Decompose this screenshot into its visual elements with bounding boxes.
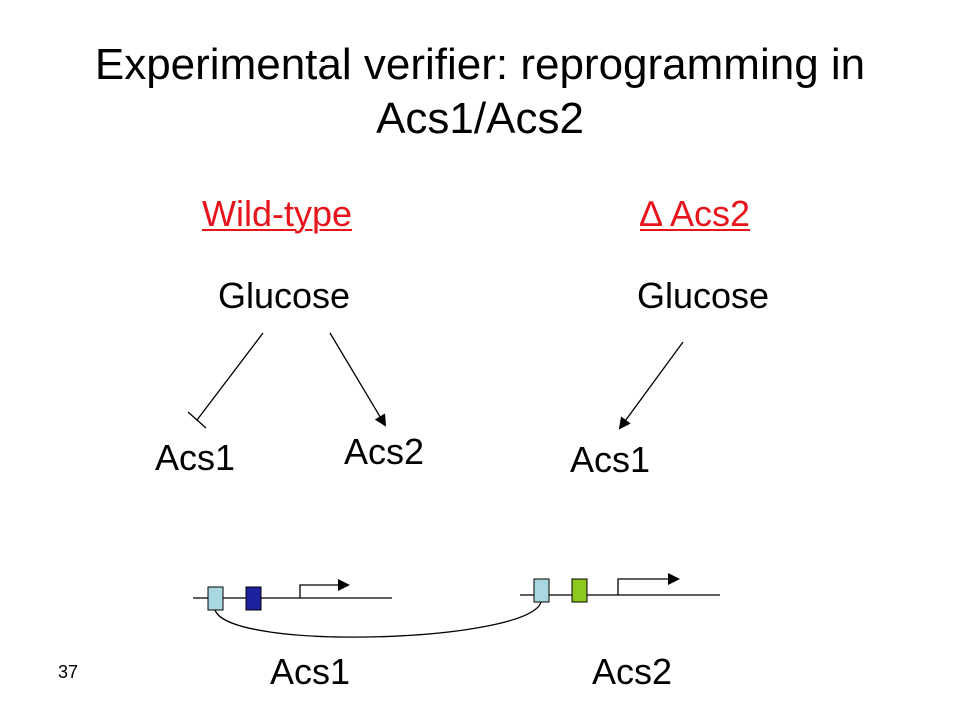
slide-title: Experimental verifier: reprogramming in … <box>0 38 960 146</box>
acs2-binding-box <box>571 578 588 603</box>
wildtype-acs2-label: Acs2 <box>344 431 425 472</box>
acs1-locus <box>193 579 392 611</box>
wildtype-activation-arrow <box>329 332 387 427</box>
acs1-transcription-arrow <box>299 579 350 598</box>
acs2-locus <box>520 573 720 603</box>
acs1-binding-box <box>245 586 262 611</box>
slide-number: 37 <box>58 662 79 682</box>
mutant-acs1-label: Acs1 <box>570 439 651 480</box>
wildtype-acs1-label: Acs1 <box>155 437 236 478</box>
title-line-2: Acs1/Acs2 <box>376 94 584 143</box>
wildtype-heading: Wild-type <box>202 193 353 234</box>
acs1-promoter-box <box>207 586 224 611</box>
acs2-transcription-arrow <box>617 573 680 595</box>
acs2-promoter-box <box>533 578 550 603</box>
locus-acs2-label: Acs2 <box>592 651 673 692</box>
mutant-glucose-label: Glucose <box>637 275 770 316</box>
inhibition-bar <box>187 411 207 429</box>
wildtype-glucose-label: Glucose <box>218 275 351 316</box>
mutant-activation-arrow <box>618 341 684 430</box>
mutant-heading: ∆ Acs2 <box>640 193 751 234</box>
locus-acs1-label: Acs1 <box>270 651 351 692</box>
title-line-1: Experimental verifier: reprogramming in <box>94 40 866 89</box>
promoter-link-arc <box>214 601 542 638</box>
wildtype-repression-edge <box>187 332 264 429</box>
